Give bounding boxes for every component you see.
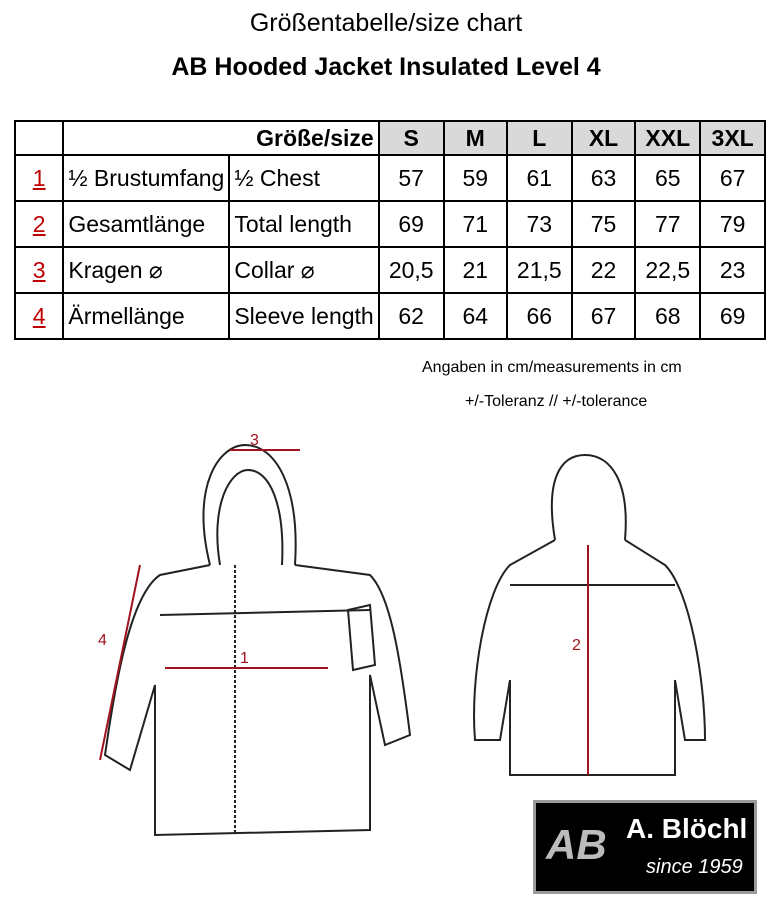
table-cell: 69 <box>699 292 766 340</box>
measure-label-de: ½ Brustumfang <box>62 154 231 202</box>
table-cell: 65 <box>634 154 702 202</box>
units-note: Angaben in cm/measurements in cm <box>422 359 682 376</box>
sleeve-label: 4 <box>98 632 107 649</box>
table-cell: 61 <box>505 154 573 202</box>
table-cell: 67 <box>570 292 637 340</box>
logo-mark: AB <box>546 821 607 868</box>
table-cell: 66 <box>505 292 573 340</box>
logo-name: A. Blöchl <box>626 813 748 844</box>
chest-label: 1 <box>240 650 249 667</box>
size-header: Größe/size <box>62 120 380 156</box>
table-cell: 22 <box>570 246 637 294</box>
table-cell: 71 <box>442 200 508 248</box>
table-cell: 22,5 <box>634 246 702 294</box>
measure-number: 1 <box>13 154 65 202</box>
table-cell: 21 <box>442 246 508 294</box>
table-cell: 57 <box>377 154 445 202</box>
product-title: AB Hooded Jacket Insulated Level 4 <box>171 53 601 81</box>
size-col: 3XL <box>699 120 766 156</box>
table-cell: 67 <box>699 154 766 202</box>
measure-number: 3 <box>13 246 65 294</box>
measure-label-de: Gesamtlänge <box>62 200 231 248</box>
table-cell: 75 <box>570 200 637 248</box>
page-title: Größentabelle/size chart <box>249 9 523 37</box>
size-col: L <box>505 120 573 156</box>
measure-label-de: Kragen ⌀ <box>62 246 231 294</box>
measure-label-en: Total length <box>228 200 380 248</box>
measure-label-de: Ärmellänge <box>62 292 231 340</box>
collar-label: 3 <box>250 432 259 449</box>
measure-label-en: Collar ⌀ <box>228 246 380 294</box>
brand-logo: AB A. Blöchl since 1959 <box>533 800 757 894</box>
table-cell: 69 <box>377 200 445 248</box>
length-label: 2 <box>572 637 581 654</box>
measure-label-en: Sleeve length <box>228 292 380 340</box>
table-cell: 62 <box>377 292 445 340</box>
measure-number: 2 <box>13 200 65 248</box>
table-cell: 77 <box>634 200 702 248</box>
table-cell: 63 <box>570 154 637 202</box>
jacket-front-illustration: 3 1 4 <box>98 432 412 837</box>
jacket-back-illustration: 2 <box>473 453 707 776</box>
table-cell: 73 <box>505 200 573 248</box>
size-col: S <box>377 120 445 156</box>
table-cell: 64 <box>442 292 508 340</box>
measure-number: 4 <box>13 292 65 340</box>
size-col: M <box>442 120 508 156</box>
table-cell: 59 <box>442 154 508 202</box>
table-cell: 68 <box>634 292 702 340</box>
measure-label-en: ½ Chest <box>228 154 380 202</box>
table-header-row: Größe/size S M L XL XXL 3XL <box>13 120 766 156</box>
table-cell: 23 <box>699 246 766 294</box>
size-col: XXL <box>634 120 702 156</box>
logo-since: since 1959 <box>646 856 743 878</box>
table-cell: 79 <box>699 200 766 248</box>
table-cell: 20,5 <box>377 246 445 294</box>
size-col: XL <box>570 120 637 156</box>
tolerance-note: +/-Toleranz // +/-tolerance <box>465 393 648 410</box>
table-cell: 21,5 <box>505 246 573 294</box>
